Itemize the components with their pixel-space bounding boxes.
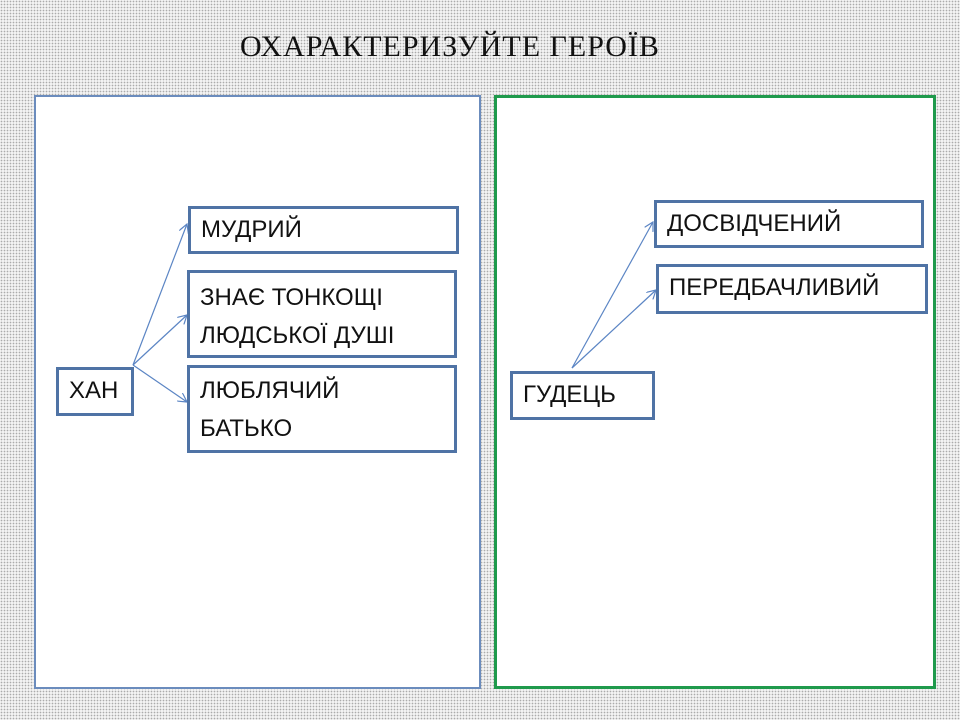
trait-box-wise: МУДРИЙ <box>188 206 459 254</box>
hero-box-khan: ХАН <box>56 367 134 416</box>
trait-label-line2: ЛЮДСЬКОЇ ДУШІ <box>200 322 395 349</box>
hero-label: ГУДЕЦЬ <box>523 381 616 408</box>
trait-label-line1: ЛЮБЛЯЧИЙ <box>200 377 340 404</box>
hero-label: ХАН <box>69 377 119 404</box>
trait-box-loving-father: ЛЮБЛЯЧИЙ БАТЬКО <box>187 365 457 453</box>
trait-box-knows-souls: ЗНАЄ ТОНКОЩІ ЛЮДСЬКОЇ ДУШІ <box>187 270 457 358</box>
hero-box-musician: ГУДЕЦЬ <box>510 371 655 420</box>
trait-label-line1: ЗНАЄ ТОНКОЩІ <box>200 284 383 311</box>
trait-label: МУДРИЙ <box>201 216 302 243</box>
trait-box-far-sighted: ПЕРЕДБАЧЛИВИЙ <box>656 264 928 314</box>
trait-label: ДОСВІДЧЕНИЙ <box>667 210 842 237</box>
trait-label-line2: БАТЬКО <box>200 415 293 442</box>
trait-label: ПЕРЕДБАЧЛИВИЙ <box>669 274 880 301</box>
trait-box-experienced: ДОСВІДЧЕНИЙ <box>654 200 924 248</box>
slide-title: ОХАРАКТЕРИЗУЙТЕ ГЕРОЇВ <box>240 30 660 63</box>
